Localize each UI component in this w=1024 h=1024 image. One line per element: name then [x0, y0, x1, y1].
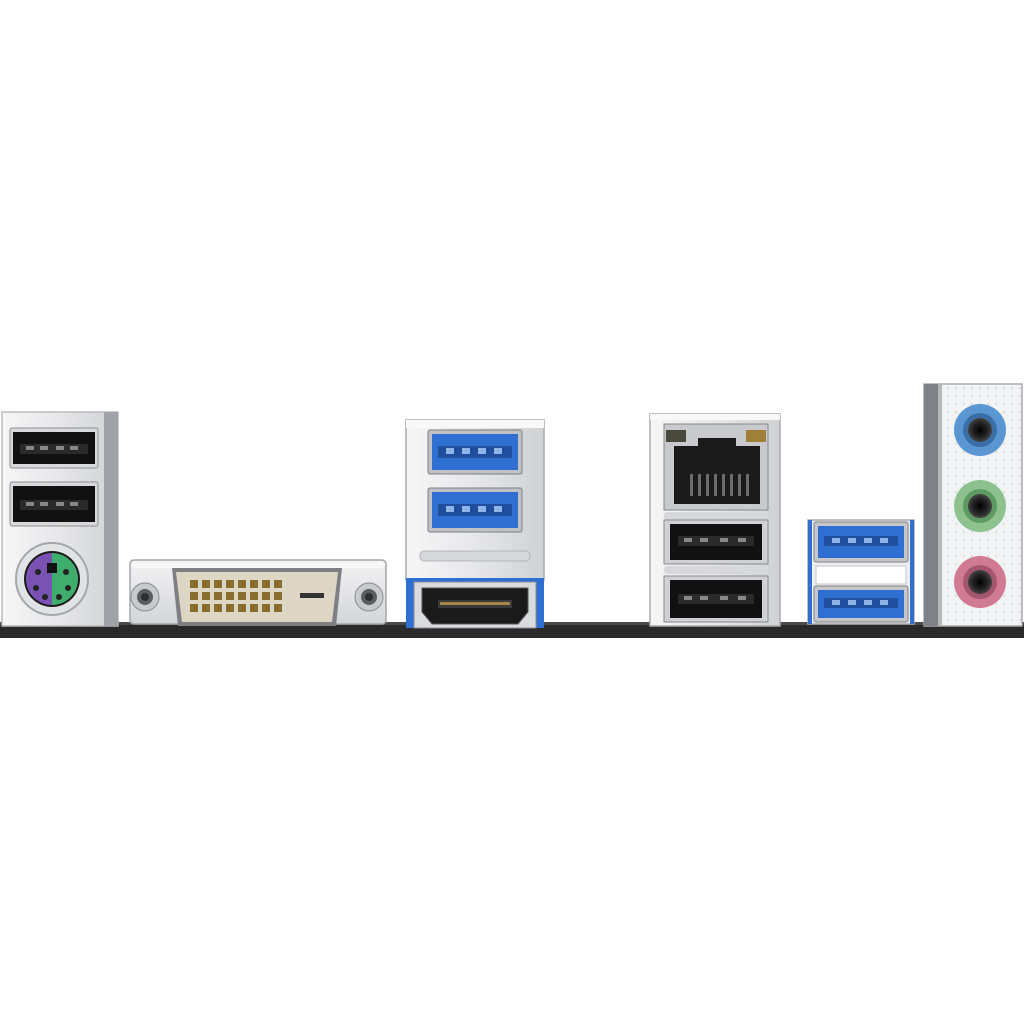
usb3-hdmi-stack	[405, 419, 545, 629]
rj45-port[interactable]	[663, 423, 769, 511]
rj45-pin	[690, 474, 693, 496]
dvi-pin	[238, 580, 246, 588]
rj45-pin	[738, 474, 741, 496]
dvi-pin	[238, 604, 246, 612]
audio-stack	[923, 383, 1023, 627]
usb3-port[interactable]	[813, 521, 909, 563]
rj45-pin	[698, 474, 701, 496]
dvi-pin	[190, 592, 198, 600]
rj45-pin	[746, 474, 749, 496]
dvi-pin	[262, 604, 270, 612]
dvi-pin	[202, 604, 210, 612]
rj45-pin	[706, 474, 709, 496]
dvi-pin	[190, 580, 198, 588]
screw-icon	[130, 582, 160, 612]
usb2-port[interactable]	[663, 575, 769, 623]
dvi-pin	[214, 580, 222, 588]
usb2-port[interactable]	[9, 481, 99, 527]
lan-usb2-stack	[649, 413, 781, 627]
dvi-d-port[interactable]	[172, 568, 342, 626]
dvi-pin	[262, 592, 270, 600]
usb3-port[interactable]	[813, 585, 909, 623]
dvi-pin	[226, 580, 234, 588]
dvi-d-stack	[129, 559, 387, 626]
dvi-pin	[274, 604, 282, 612]
dvi-pin	[250, 592, 258, 600]
usb2-port[interactable]	[9, 427, 99, 469]
usb3-port[interactable]	[427, 487, 523, 533]
audio-jack-pink[interactable]	[954, 556, 1006, 608]
dvi-pin	[214, 604, 222, 612]
dvi-pin	[226, 592, 234, 600]
dvi-pin	[214, 592, 222, 600]
usb3-stack	[807, 519, 915, 625]
hdmi-port[interactable]	[406, 578, 544, 629]
dvi-pin	[274, 592, 282, 600]
rj45-pin	[722, 474, 725, 496]
dvi-pin	[250, 580, 258, 588]
dvi-pin	[190, 604, 198, 612]
audio-jack-green[interactable]	[954, 480, 1006, 532]
dvi-pin	[202, 580, 210, 588]
audio-jack-blue[interactable]	[954, 404, 1006, 456]
dvi-pin	[238, 592, 246, 600]
ps2-combo-port[interactable]	[15, 542, 89, 616]
dvi-pin	[202, 592, 210, 600]
dvi-pin	[274, 580, 282, 588]
screw-icon	[354, 582, 384, 612]
ps2-usb2-stack	[1, 411, 119, 627]
dvi-pin	[226, 604, 234, 612]
usb3-port[interactable]	[427, 429, 523, 475]
usb2-port[interactable]	[663, 519, 769, 565]
dvi-pin	[262, 580, 270, 588]
dvi-pin	[250, 604, 258, 612]
rj45-pin	[714, 474, 717, 496]
rj45-pin	[730, 474, 733, 496]
